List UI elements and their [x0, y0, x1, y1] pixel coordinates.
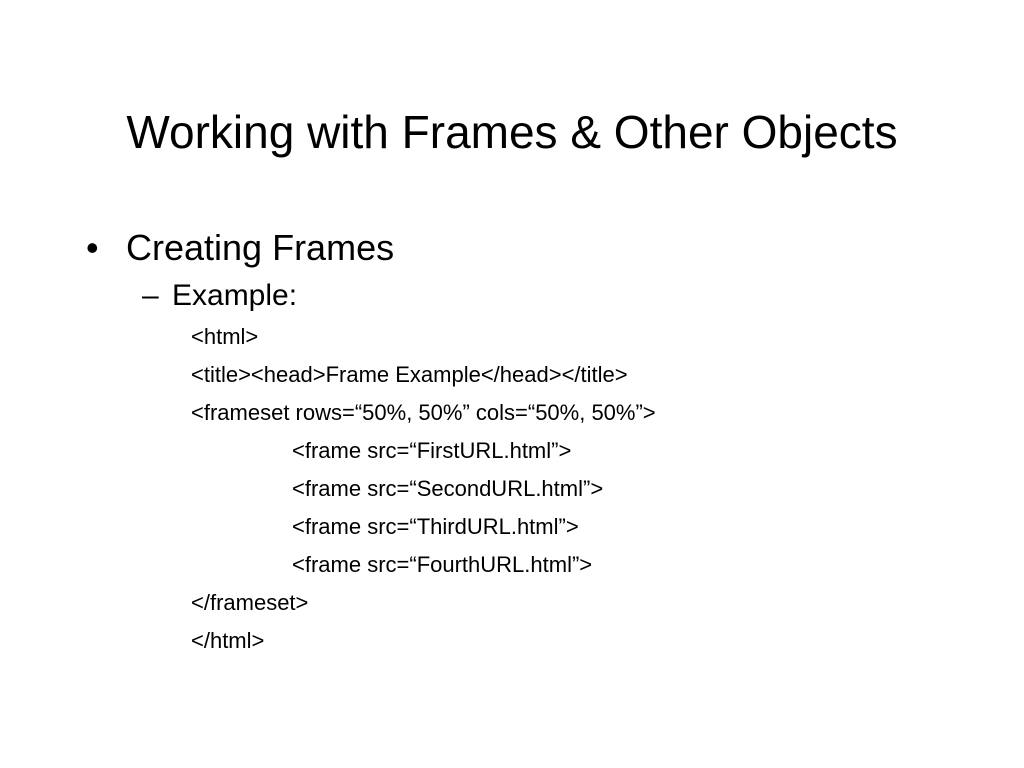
code-line-html-close: </html>	[191, 628, 265, 653]
code-line-frameset-close: </frameset>	[191, 590, 309, 615]
slide-title: Working with Frames & Other Objects	[126, 106, 898, 158]
code-line-frame-3: <frame src=“ThirdURL.html”>	[292, 514, 579, 539]
code-line-frame-4: <frame src=“FourthURL.html”>	[292, 552, 593, 577]
bullet-text: Creating Frames	[126, 227, 395, 268]
code-example: <html> <title><head>Frame Example</head>…	[191, 318, 656, 660]
sub-bullet-marker: –	[142, 279, 159, 312]
code-line-frame-1: <frame src=“FirstURL.html”>	[292, 438, 572, 463]
code-line-frame-2: <frame src=“SecondURL.html”>	[292, 476, 604, 501]
sub-bullet-example: –Example:	[142, 277, 297, 315]
code-line-frameset-open: <frameset rows=“50%, 50%” cols=“50%, 50%…	[191, 400, 656, 425]
sub-bullet-text: Example:	[172, 279, 298, 312]
code-line-html-open: <html>	[191, 324, 259, 349]
bullet-creating-frames: • Creating Frames	[86, 226, 394, 270]
bullet-marker: •	[86, 227, 99, 268]
code-line-title: <title><head>Frame Example</head></title…	[191, 362, 628, 387]
